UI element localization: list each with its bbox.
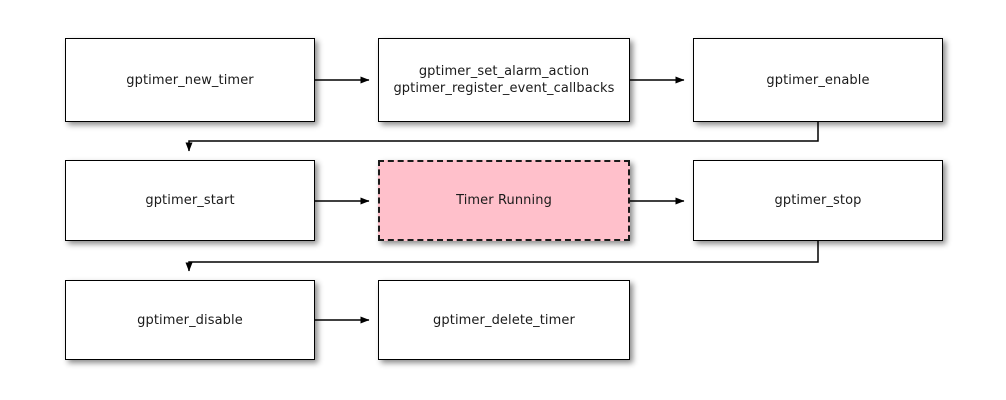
node-label: gptimer_set_alarm_action gptimer_registe… (393, 64, 615, 96)
node-label: gptimer_new_timer (126, 72, 254, 88)
node-label: gptimer_enable (766, 72, 870, 88)
node-gptimer-set-alarm-action[interactable]: gptimer_set_alarm_action gptimer_registe… (378, 38, 630, 122)
node-gptimer-start[interactable]: gptimer_start (65, 160, 315, 241)
node-gptimer-disable[interactable]: gptimer_disable (65, 280, 315, 360)
node-label: gptimer_delete_timer (433, 312, 575, 328)
node-label: gptimer_stop (774, 193, 862, 208)
node-gptimer-delete-timer[interactable]: gptimer_delete_timer (378, 280, 630, 360)
node-gptimer-stop[interactable]: gptimer_stop (693, 160, 943, 241)
node-label: gptimer_disable (137, 312, 243, 328)
node-gptimer-enable[interactable]: gptimer_enable (693, 38, 943, 122)
edge-enable-to-start (185, 122, 819, 152)
node-label: gptimer_start (145, 193, 235, 208)
node-gptimer-new-timer[interactable]: gptimer_new_timer (65, 38, 315, 122)
node-timer-running[interactable]: Timer Running (378, 160, 630, 241)
edge-stop-to-disable (185, 241, 819, 272)
node-label: Timer Running (456, 193, 552, 208)
